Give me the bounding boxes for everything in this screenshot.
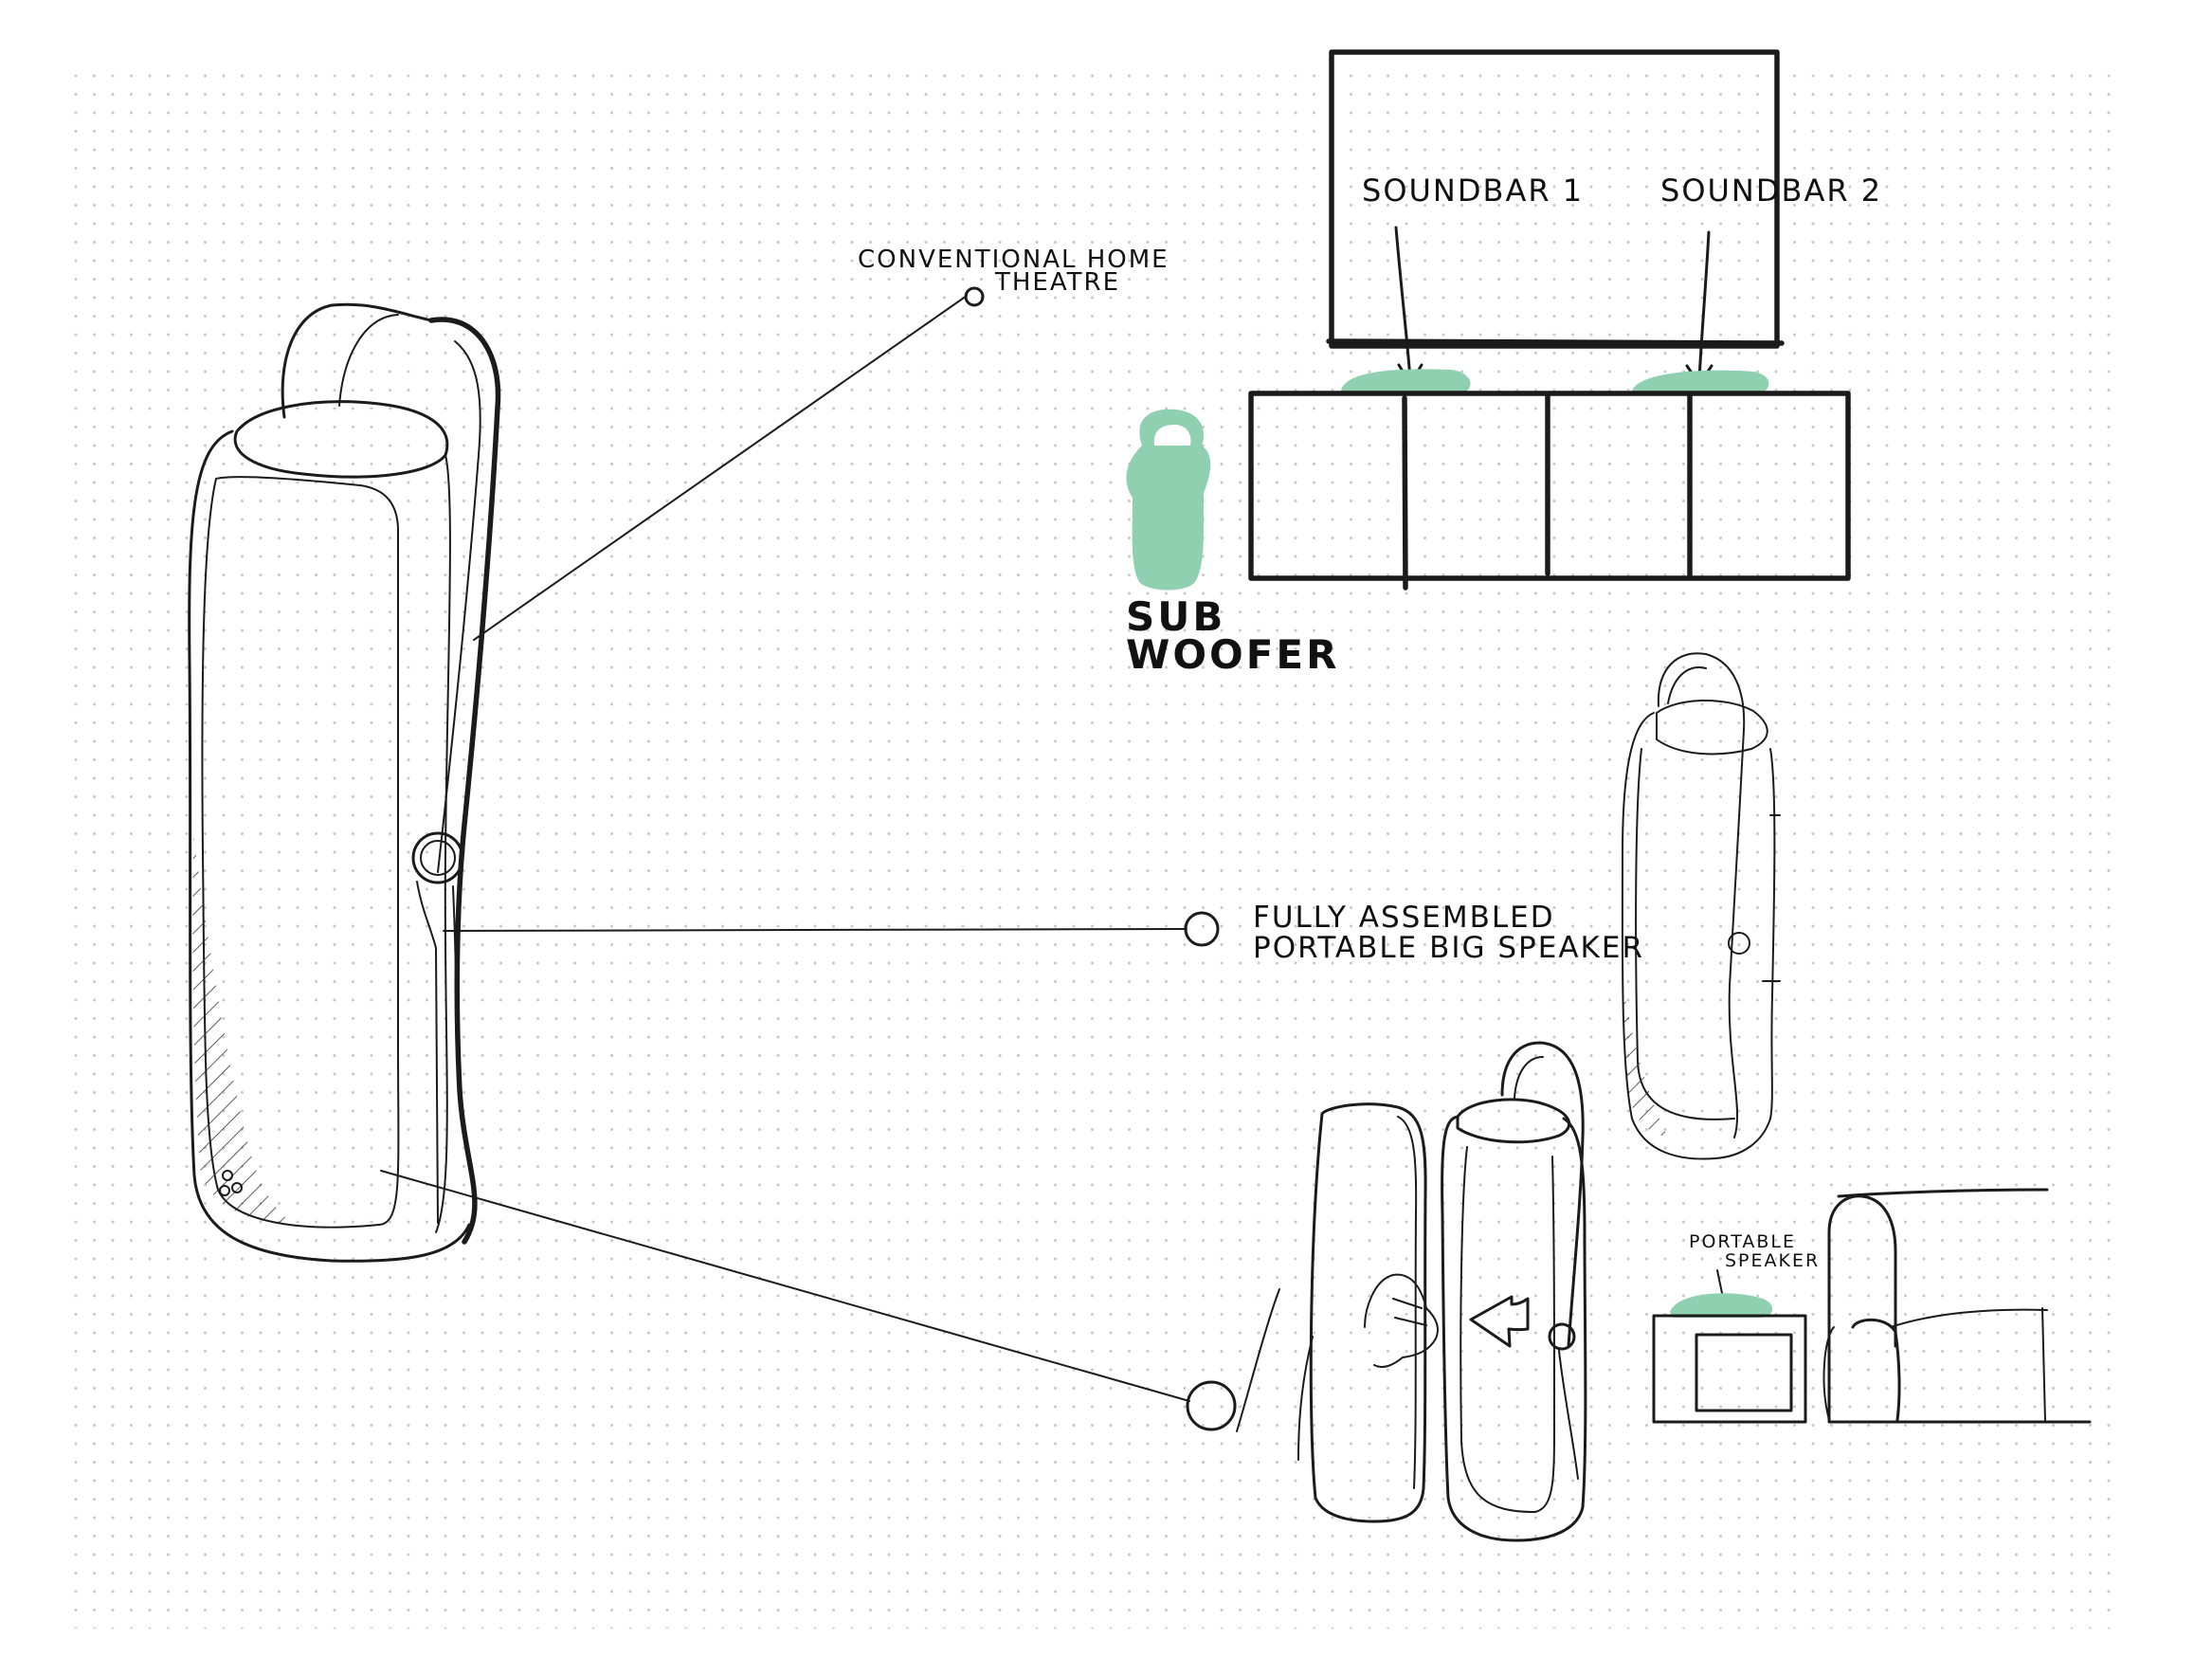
label-fully-assembled-line2: PORTABLE BIG SPEAKER bbox=[1253, 931, 1644, 965]
dot-grid bbox=[66, 74, 2113, 1629]
label-portable-speaker-line1: PORTABLE bbox=[1689, 1231, 1796, 1252]
label-portable-speaker-line2: SPEAKER bbox=[1725, 1250, 1820, 1271]
side-table-icon bbox=[1652, 1314, 1807, 1424]
callout-portable bbox=[380, 1170, 1237, 1431]
sofa-icon bbox=[1822, 1188, 2092, 1424]
callout-fully-assembled bbox=[443, 911, 1220, 947]
label-conventional-line2: THEATRE bbox=[994, 268, 1120, 297]
label-conventional-line1: CONVENTIONAL HOME bbox=[858, 246, 1169, 274]
label-soundbar2: SOUNDBAR 2 bbox=[1660, 173, 1882, 209]
portable-speaker-icon bbox=[1670, 1293, 1773, 1318]
subwoofer-icon bbox=[1126, 409, 1211, 591]
soundbar2-icon bbox=[1632, 370, 1769, 394]
tv-icon bbox=[1326, 49, 1785, 349]
small-speaker-icon bbox=[1621, 652, 1781, 1160]
callout-conventional bbox=[473, 286, 985, 641]
label-subwoofer-line2: WOOFER bbox=[1126, 631, 1339, 678]
tv-cabinet-icon bbox=[1248, 391, 1851, 591]
label-soundbar1: SOUNDBAR 1 bbox=[1362, 173, 1584, 209]
soundbar1-icon bbox=[1341, 369, 1471, 394]
detachable-speaker-icon bbox=[1236, 1041, 1587, 1542]
main-speaker-icon bbox=[188, 302, 501, 1263]
label-fully-assembled-line1: FULLY ASSEMBLED bbox=[1253, 901, 1555, 935]
label-subwoofer-line1: SUB bbox=[1126, 593, 1225, 640]
